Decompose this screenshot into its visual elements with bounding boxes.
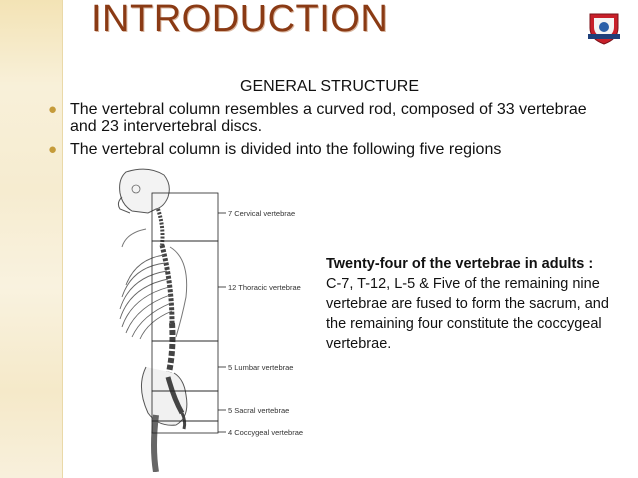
bullet-text: The vertebral column resembles a curved …	[70, 101, 587, 135]
institution-logo	[584, 8, 624, 46]
sidebar-divider	[62, 0, 63, 478]
bullet-dot-icon: ●	[48, 101, 58, 118]
section-subtitle: GENERAL STRUCTURE	[240, 78, 419, 95]
spine-diagram: 7 Cervical vertebrae 12 Thoracic vertebr…	[86, 167, 318, 473]
bullet-dot-icon: ●	[48, 141, 58, 158]
label-sacral: 5 Sacral vertebrae	[228, 406, 290, 415]
label-thoracic: 12 Thoracic vertebrae	[228, 283, 301, 292]
bullet-item: ● The vertebral column is divided into t…	[48, 141, 608, 158]
sidebar-decoration	[0, 0, 63, 478]
callout-body: C-7, T-12, L-5 & Five of the remaining n…	[326, 276, 609, 352]
skeleton-illustration	[117, 168, 226, 473]
bullet-text: The vertebral column is divided into the…	[70, 141, 502, 158]
bullet-item: ● The vertebral column resembles a curve…	[48, 101, 608, 135]
vertebrae-callout: Twenty-four of the vertebrae in adults :…	[326, 254, 631, 354]
label-lumbar: 5 Lumbar vertebrae	[228, 363, 294, 372]
label-cervical: 7 Cervical vertebrae	[228, 209, 296, 218]
bullet-list: ● The vertebral column resembles a curve…	[48, 101, 608, 164]
callout-heading: Twenty-four of the vertebrae in adults :	[326, 256, 594, 272]
label-coccygeal: 4 Coccygeal vertebrae	[228, 428, 304, 437]
slide-title: INTRODUCTION	[91, 0, 389, 40]
